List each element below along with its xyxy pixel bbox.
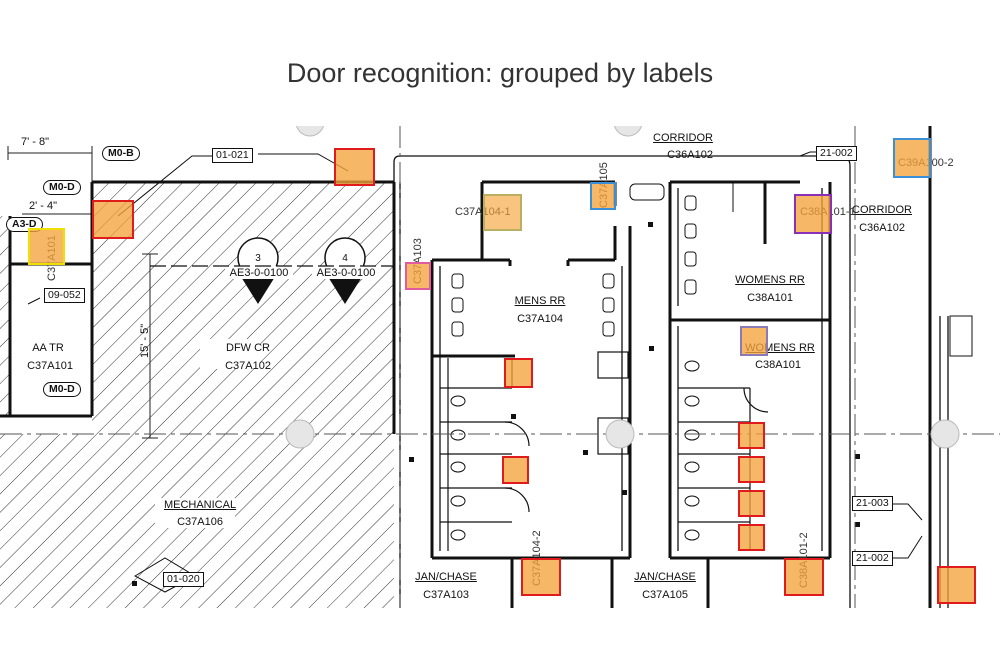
plan-drawing: [0, 126, 1000, 608]
door-box-red[interactable]: [784, 558, 824, 596]
room-mens-rr-number: C37A104: [517, 313, 563, 325]
room-womens-rr-2-number: C38A101: [755, 359, 801, 371]
section-3-ref: AE3-0-0100: [229, 267, 289, 279]
room-corridor-right-number: C36A102: [859, 222, 905, 234]
section-3-number: 3: [255, 253, 261, 264]
room-womens-rr-1-number: C38A101: [747, 292, 793, 304]
tag-21-002-top: 21-002: [816, 146, 857, 161]
tag-21-002-bottom: 21-002: [852, 551, 893, 566]
room-mens-rr-name: MENS RR: [514, 295, 566, 307]
pill-m0-d-top: M0-D: [43, 180, 81, 195]
room-womens-rr-1-name: WOMENS RR: [735, 274, 805, 286]
door-box-red[interactable]: [738, 490, 765, 517]
section-4-number: 4: [342, 253, 348, 264]
grid-bubbles: [285, 126, 960, 449]
door-box-red[interactable]: [521, 558, 561, 596]
door-box-red[interactable]: [502, 456, 529, 484]
room-jan-chase-1-number: C37A103: [423, 589, 469, 601]
pill-m0-b: M0-B: [102, 146, 140, 161]
door-box-red[interactable]: [738, 456, 765, 483]
dimension-2-4: 2' - 4": [28, 200, 58, 212]
dimension-15-5: 15' - 5": [139, 323, 151, 358]
room-corridor-top-name: CORRIDOR: [653, 132, 713, 144]
womens-stalls: [678, 387, 769, 551]
room-corridor-right-name: CORRIDOR: [852, 204, 912, 216]
fixtures: [450, 183, 973, 541]
door-box-pink[interactable]: [405, 262, 431, 290]
room-dfw-cr-name: DFW CR: [226, 342, 270, 354]
door-box-blue[interactable]: [893, 138, 931, 178]
section-markers: [150, 237, 394, 304]
tag-21-003: 21-003: [852, 496, 893, 511]
tag-01-020: 01-020: [163, 572, 204, 587]
door-box-red[interactable]: [937, 566, 976, 604]
grid-lines: [0, 126, 1000, 608]
left-edge-hatch: [0, 216, 10, 416]
markers: [132, 222, 860, 586]
door-box-red[interactable]: [92, 200, 134, 239]
door-box-yellow[interactable]: [28, 228, 65, 265]
floor-plan: 7' - 8" 2' - 4" 15' - 5" M0-B M0-D A3-D …: [0, 126, 1000, 608]
room-jan-chase-2-number: C37A105: [642, 589, 688, 601]
page-title: Door recognition: grouped by labels: [286, 58, 714, 88]
door-box-blue[interactable]: [590, 182, 616, 210]
room-aa-tr-name: AA TR: [32, 342, 64, 354]
room-jan-chase-2-name: JAN/CHASE: [634, 571, 696, 583]
room-aa-tr-number: C37A101: [27, 360, 73, 372]
door-box-red[interactable]: [738, 422, 765, 449]
room-jan-chase-1-name: JAN/CHASE: [415, 571, 477, 583]
tag-01-021: 01-021: [212, 148, 253, 163]
door-box-red[interactable]: [504, 358, 533, 388]
door-box-olive[interactable]: [483, 194, 522, 231]
dfw-cr-hatch: [92, 182, 394, 434]
door-box-purple[interactable]: [794, 194, 832, 234]
room-mechanical-name: MECHANICAL: [163, 499, 237, 511]
room-dfw-cr-number: C37A102: [225, 360, 271, 372]
room-corridor-top-number: C36A102: [667, 149, 713, 161]
door-box-lavender[interactable]: [740, 326, 768, 356]
door-box-red[interactable]: [334, 148, 375, 186]
tag-09-052: 09-052: [44, 288, 85, 303]
dimension-7-8: 7' - 8": [20, 136, 50, 148]
section-4-ref: AE3-0-0100: [316, 267, 376, 279]
pill-m0-d-bottom: M0-D: [43, 382, 81, 397]
room-mechanical-number: C37A106: [177, 516, 223, 528]
door-box-red[interactable]: [738, 524, 765, 551]
pill-a3-d: A3-D: [6, 217, 43, 232]
mens-stalls: [440, 351, 629, 551]
dimension-lines: [7, 146, 158, 439]
